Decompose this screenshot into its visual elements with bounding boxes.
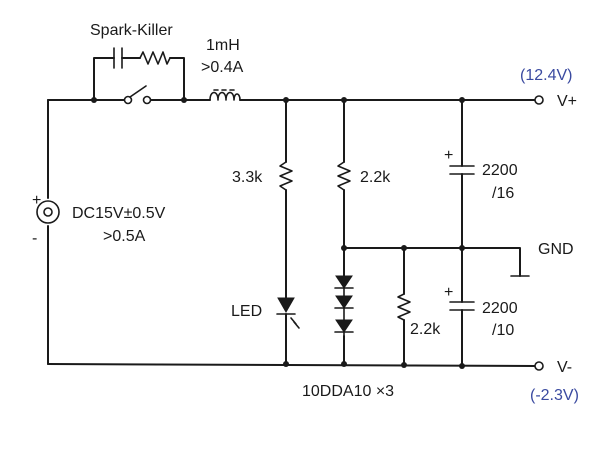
resistor-2k2-bottom [397,293,411,321]
label-vminus-value: (-2.3V) [530,387,579,404]
power-switch [123,85,152,105]
led [276,297,300,329]
spark-killer-capacitor [113,47,123,69]
label-vminus: V- [557,359,572,376]
junction-dot [401,362,407,368]
label-cap1-rating: /16 [492,185,514,202]
label-cap2-value: 2200 [482,300,518,317]
junction-dot [401,245,407,251]
label-cap2-rating: /10 [492,322,514,339]
label-supply-minus: - [32,230,37,247]
junction-dot [283,97,289,103]
wire-spark-killer-loop [93,57,185,101]
label-supply-current: >0.5A [103,228,146,245]
label-r1: 3.3k [232,169,263,186]
label-cap2-plus: + [444,284,453,301]
junction-dot [341,245,347,251]
label-vplus: V+ [557,93,577,110]
resistor-3k3 [279,161,293,191]
dc-supply-source [36,200,60,224]
label-vplus-value: (12.4V) [520,67,572,84]
inductor-1mh [209,89,241,101]
label-cap1-value: 2200 [482,162,518,179]
label-inductor-rating: >0.4A [201,59,244,76]
label-supply-plus: + [32,192,41,209]
junction-dot [181,97,187,103]
terminal-vplus [534,95,544,105]
label-cap1-plus: + [444,147,453,164]
junction-dot [341,361,347,367]
wires [47,57,536,367]
terminal-vminus [534,361,544,371]
junction-dots [91,97,465,369]
label-led: LED [231,303,262,320]
junction-dot [459,97,465,103]
junction-dot [459,363,465,369]
label-spark-killer: Spark-Killer [90,22,173,39]
wire-bottom-rail [47,363,536,367]
capacitor-2200-10 [449,301,475,311]
label-diodes: 10DDA10 ×3 [302,383,394,400]
capacitor-2200-16 [449,165,475,175]
junction-dot [283,361,289,367]
label-r2: 2.2k [360,169,391,186]
spark-killer-resistor [139,51,171,65]
diode-string [334,275,354,337]
junction-dot [91,97,97,103]
label-gnd: GND [538,241,574,258]
resistor-2k2-top [337,161,351,191]
label-r3: 2.2k [410,321,441,338]
junction-dot [459,245,465,251]
junction-dot [341,97,347,103]
label-inductor-value: 1mH [206,37,240,54]
label-supply-voltage: DC15V±0.5V [72,205,166,222]
wire-gnd-node [343,247,521,277]
